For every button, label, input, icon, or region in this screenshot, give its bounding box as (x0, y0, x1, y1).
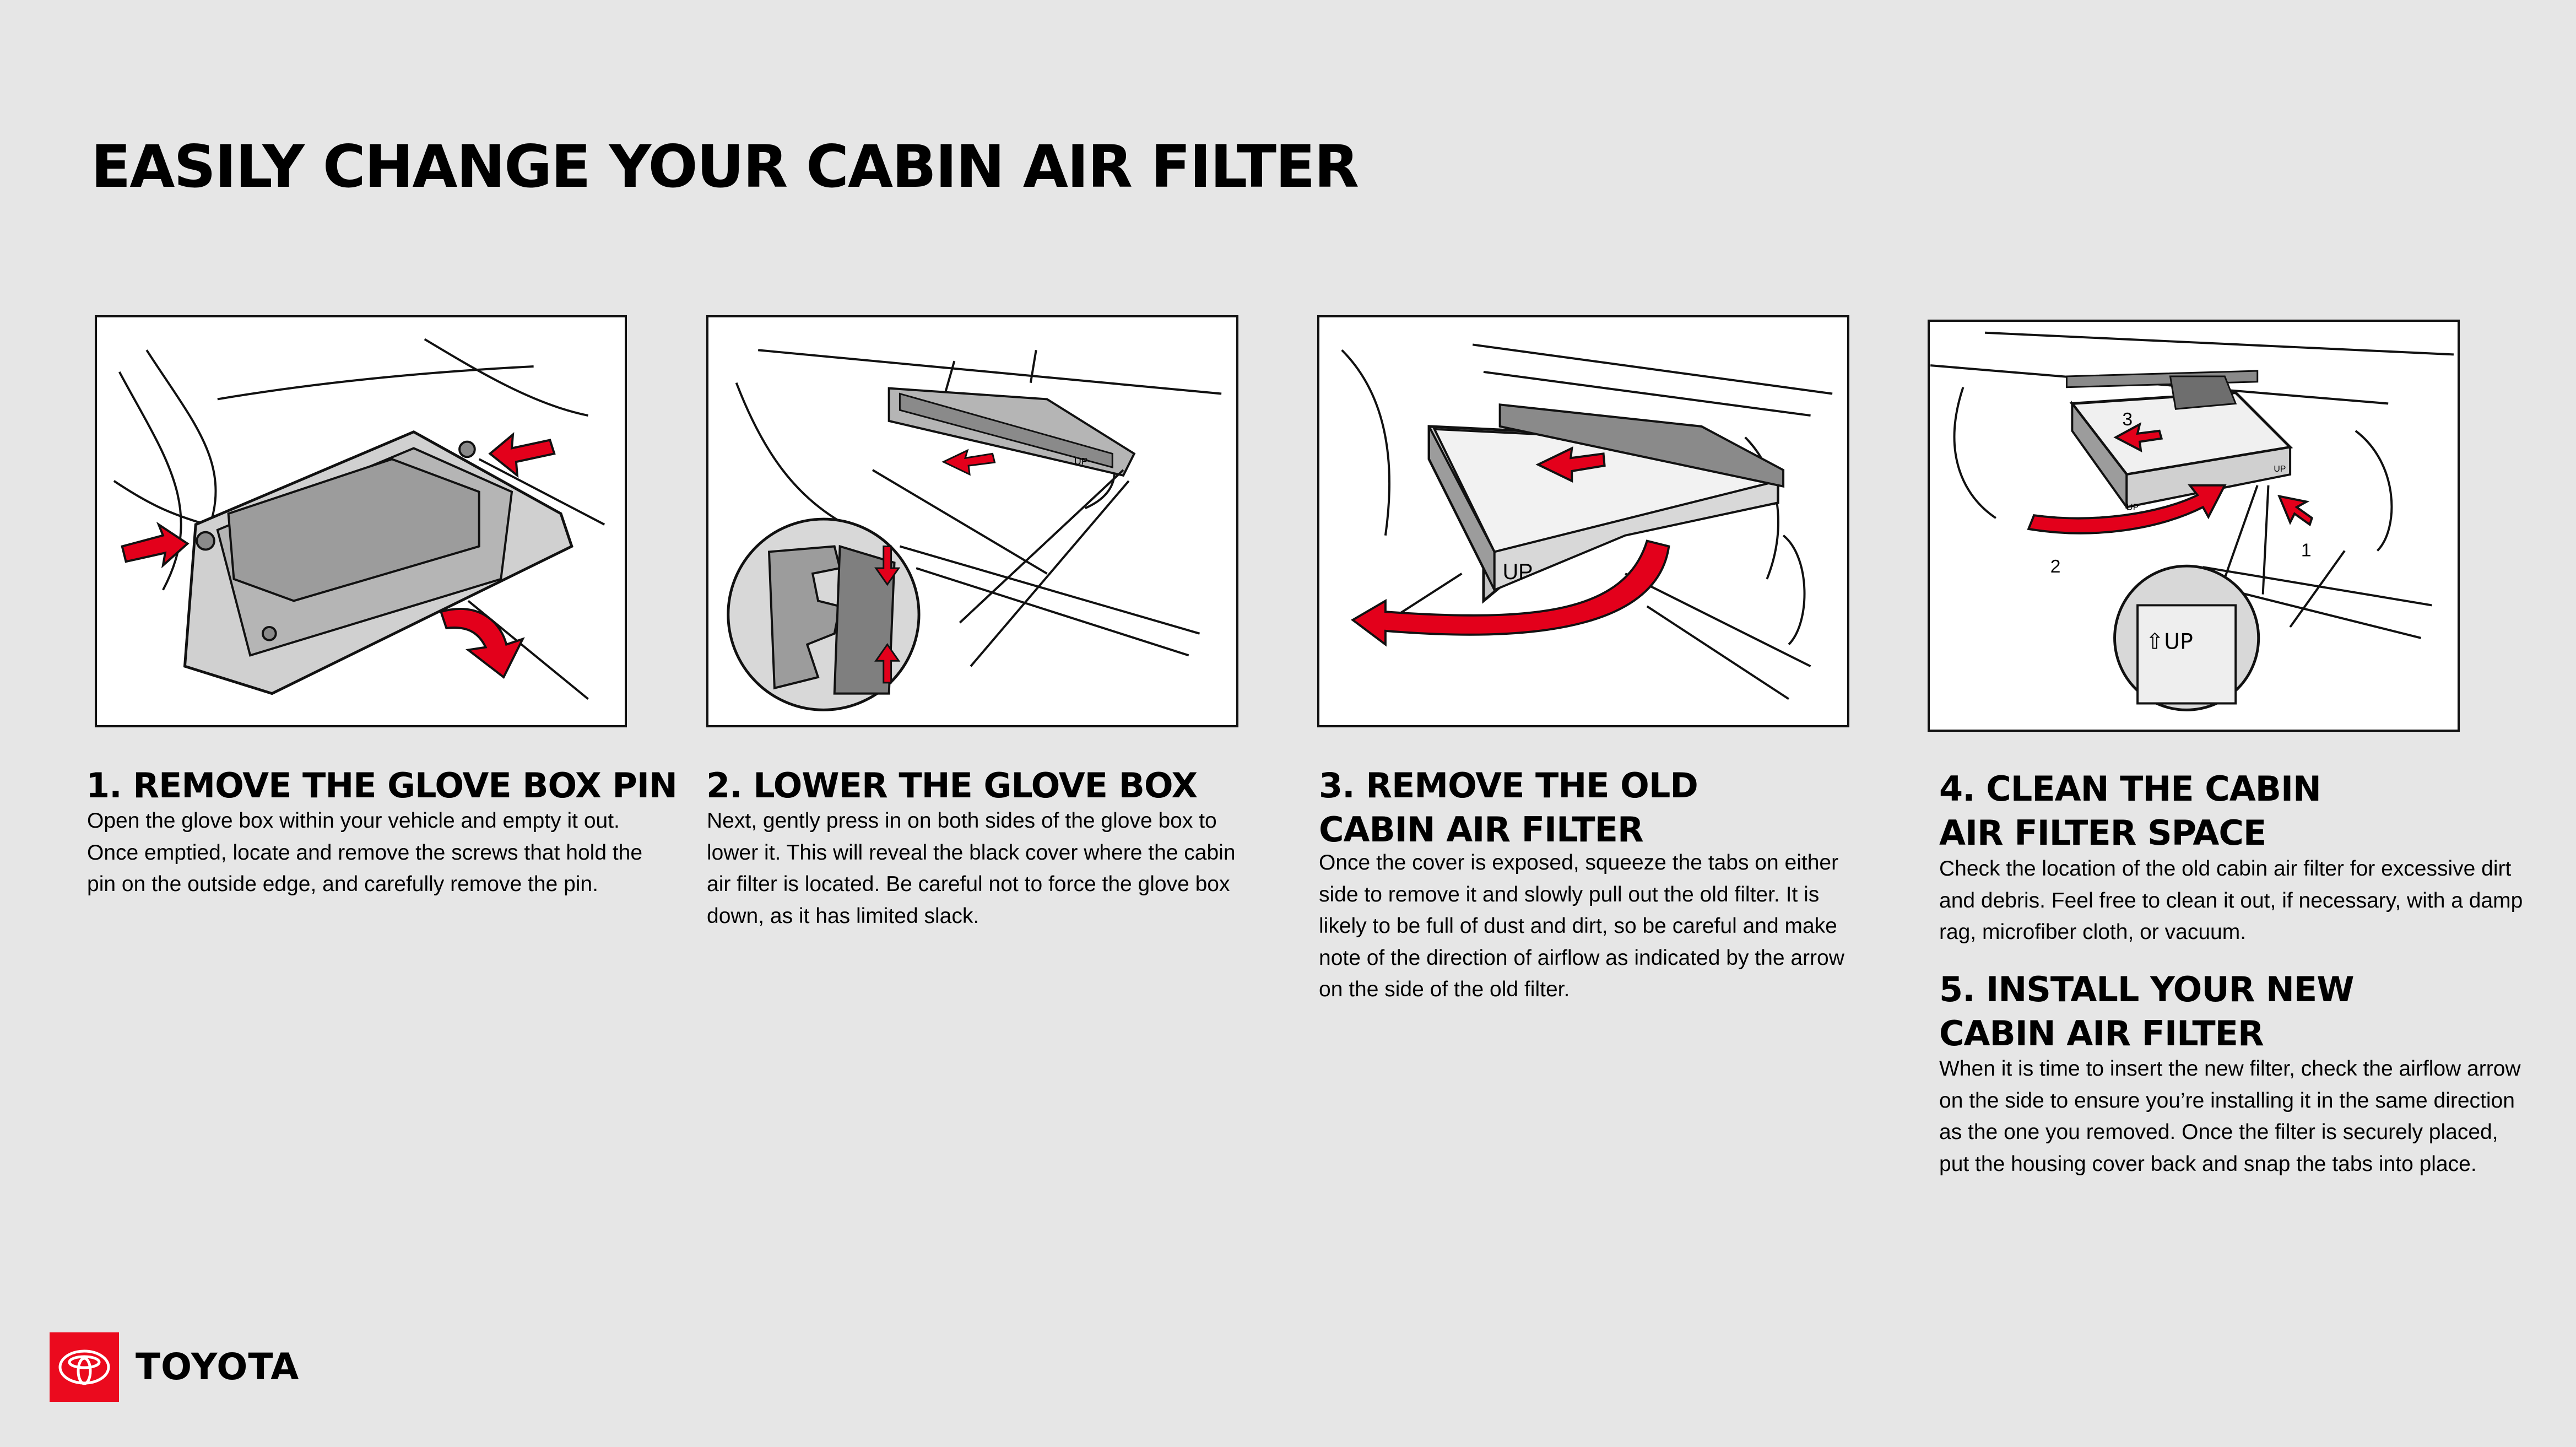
illustration-step-3: UP (1317, 315, 1849, 727)
step-4-heading: 4. CLEAN THE CABIN AIR FILTER SPACE (1939, 769, 2321, 853)
glove-box-pin-illustration (113, 338, 605, 700)
step-1-heading: 1. REMOVE THE GLOVE BOX PIN (86, 765, 678, 806)
illustration-step-4: UP UP 3 2 1 ⇧UP (1928, 320, 2460, 732)
install-filter-illustration: UP UP 3 2 1 ⇧UP (1930, 331, 2454, 711)
toyota-emblem-icon (58, 1349, 110, 1385)
up-label: UP (1503, 560, 1533, 584)
red-arrow-icon (2277, 494, 2314, 527)
red-arrow-icon (1350, 539, 1670, 647)
toyota-logo (50, 1332, 119, 1402)
step-number-1: 1 (2301, 540, 2312, 560)
red-arrow-icon (874, 546, 901, 586)
step-number-3: 3 (2122, 409, 2133, 430)
step-1-body: Open the glove box within your vehicle a… (87, 809, 643, 896)
red-arrow-icon (2113, 422, 2163, 452)
remove-filter-illustration: UP (1341, 343, 1833, 700)
red-arrow-icon (1535, 446, 1606, 483)
step-number-2: 2 (2050, 557, 2061, 577)
red-arrow-icon (874, 642, 901, 684)
up-label: UP (2126, 503, 2139, 512)
lower-glove-box-illustration: UP (727, 349, 1222, 711)
step-3-heading: 3. REMOVE THE OLD CABIN AIR FILTER (1319, 765, 1698, 850)
step-5-heading: 5. INSTALL YOUR NEW CABIN AIR FILTER (1939, 969, 2355, 1054)
page-title: EASILY CHANGE YOUR CABIN AIR FILTER (91, 133, 1359, 201)
step-5-body: When it is time to insert the new filter… (1939, 1057, 2521, 1176)
red-arrow-icon (488, 432, 556, 478)
up-arrow-label: ⇧UP (2146, 629, 2193, 655)
glove-box-pin (196, 531, 215, 551)
step-2-heading: 2. LOWER THE GLOVE BOX (706, 765, 1198, 806)
red-arrow-icon (121, 521, 190, 569)
red-arrow-icon (439, 608, 525, 679)
brand-name: TOYOTA (136, 1346, 300, 1388)
step-4-body: Check the location of the old cabin air … (1939, 857, 2523, 944)
step-3-body: Once the cover is exposed, squeeze the t… (1319, 851, 1844, 1001)
illustration-step-1 (95, 315, 627, 727)
up-label: UP (1074, 456, 1088, 467)
red-arrow-icon (2027, 484, 2227, 534)
step-2-body: Next, gently press in on both sides of t… (707, 809, 1236, 928)
up-label: UP (2274, 465, 2286, 474)
illustration-step-2: UP (706, 315, 1238, 727)
red-arrow-icon (941, 449, 996, 476)
